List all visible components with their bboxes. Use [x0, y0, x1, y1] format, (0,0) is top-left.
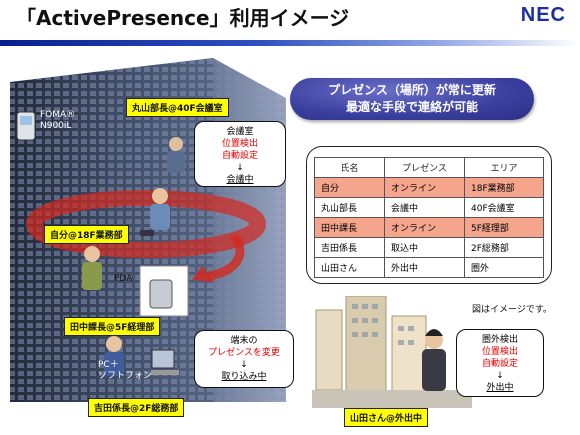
person-self [140, 188, 170, 236]
banner-line1: プレゼンス（場所）が常に更新 [328, 83, 496, 97]
callout-meeting-line4: 会議中 [226, 175, 254, 185]
down-arrow-icon: ↓ [236, 163, 244, 173]
foma-line2: N900iL [40, 121, 72, 131]
callout-pc-presence: 端末の プレゼンスを変更 ↓ 取り込み中 [194, 330, 294, 388]
cell-name: 丸山部長 [314, 197, 385, 218]
callout-pc-line3: 取り込み中 [221, 372, 267, 382]
nec-logo: NEC [520, 4, 566, 26]
callout-pc-line1: 端末の [230, 336, 258, 346]
cell-presence: オンライン [384, 217, 465, 238]
cell-presence: オンライン [384, 177, 465, 198]
person-yoshida [104, 336, 124, 376]
cell-area: 40F会議室 [464, 197, 544, 218]
page-title: 「ActivePresence」利用イメージ [16, 6, 350, 30]
callout-meeting-room: 会議室 位置検出 自動設定 ↓ 会議中 [194, 121, 286, 187]
cell-name: 田中課長 [314, 217, 385, 238]
table-row: 吉田係長 取込中 2F総務部 [314, 237, 544, 258]
down-arrow-icon: ↓ [240, 360, 248, 370]
header-area: エリア [464, 157, 544, 178]
callout-out-line4: 外出中 [486, 383, 514, 393]
device-pc-label: PC＋ ソフトフォン [98, 360, 152, 382]
cell-area: 2F総務部 [464, 237, 544, 258]
header-name: 氏名 [314, 157, 385, 178]
callout-meeting-line1: 会議室 [226, 127, 254, 137]
label-yamada-outside: 山田さん@外出中 [344, 408, 429, 427]
label-maruyama-40f: 丸山部長@40F会議室 [126, 98, 229, 117]
device-foma-label: FOMA® N900iL [40, 110, 75, 132]
image-note: 図はイメージです。 [472, 305, 552, 315]
table-row: 丸山部長 会議中 40F会議室 [314, 197, 544, 218]
table-row: 山田さん 外出中 圏外 [314, 257, 544, 278]
outside-street-illustration [312, 296, 472, 408]
callout-out-line3: 自動設定 [481, 359, 518, 369]
label-yoshida-2f: 吉田係長@2F総務部 [88, 398, 185, 417]
pc-line2: ソフトフォン [98, 371, 153, 381]
person-tanaka [82, 246, 102, 290]
foma-line1: FOMA® [40, 110, 76, 120]
callout-meeting-line3: 自動設定 [221, 151, 258, 161]
callout-out-of-range: 圏外検出 位置検出 自動設定 ↓ 外出中 [456, 329, 544, 397]
banner-line2: 最適な手段で連絡が可能 [345, 100, 478, 114]
cell-area: 圏外 [464, 257, 544, 278]
cell-presence: 会議中 [384, 197, 465, 218]
building-left [315, 309, 343, 391]
callout-out-line1: 圏外検出 [481, 335, 518, 345]
cell-presence: 取込中 [384, 237, 465, 258]
red-floor-ring [26, 190, 266, 258]
callout-meeting-line2: 位置検出 [221, 139, 258, 149]
cell-area: 18F業務部 [464, 177, 544, 198]
down-arrow-icon: ↓ [496, 371, 504, 381]
person-yamada [422, 329, 446, 391]
cell-presence: 外出中 [384, 257, 465, 278]
label-self-18f: 自分@18F業務部 [44, 225, 129, 244]
table-row: 自分 オンライン 18F業務部 [314, 177, 544, 198]
pc-line1: PC＋ [98, 360, 119, 370]
callout-out-line2: 位置検出 [481, 347, 518, 357]
building-center [345, 296, 387, 393]
table-header-row: 氏名 プレゼンス エリア [314, 157, 544, 178]
label-tanaka-5f: 田中課長@5F経理部 [64, 317, 161, 336]
presence-table: 氏名 プレゼンス エリア 自分 オンライン 18F業務部 丸山部長 会議中 40… [314, 157, 544, 278]
presence-table-panel: 氏名 プレゼンス エリア 自分 オンライン 18F業務部 丸山部長 会議中 40… [306, 146, 552, 284]
cell-name: 吉田係長 [314, 237, 385, 258]
cell-name: 自分 [314, 177, 385, 198]
red-curved-arrow [207, 233, 245, 281]
callout-pc-line2: プレゼンスを変更 [208, 348, 280, 358]
device-pda-label: PDA [114, 274, 133, 284]
cell-area: 5F経理部 [464, 217, 544, 238]
presence-banner: プレゼンス（場所）が常に更新 最適な手段で連絡が可能 [290, 78, 534, 120]
person-meeting [167, 137, 185, 173]
cell-name: 山田さん [314, 257, 385, 278]
table-row: 田中課長 オンライン 5F経理部 [314, 217, 544, 238]
header-presence: プレゼンス [384, 157, 465, 178]
pc-monitor [151, 349, 175, 369]
title-underline [0, 40, 580, 46]
